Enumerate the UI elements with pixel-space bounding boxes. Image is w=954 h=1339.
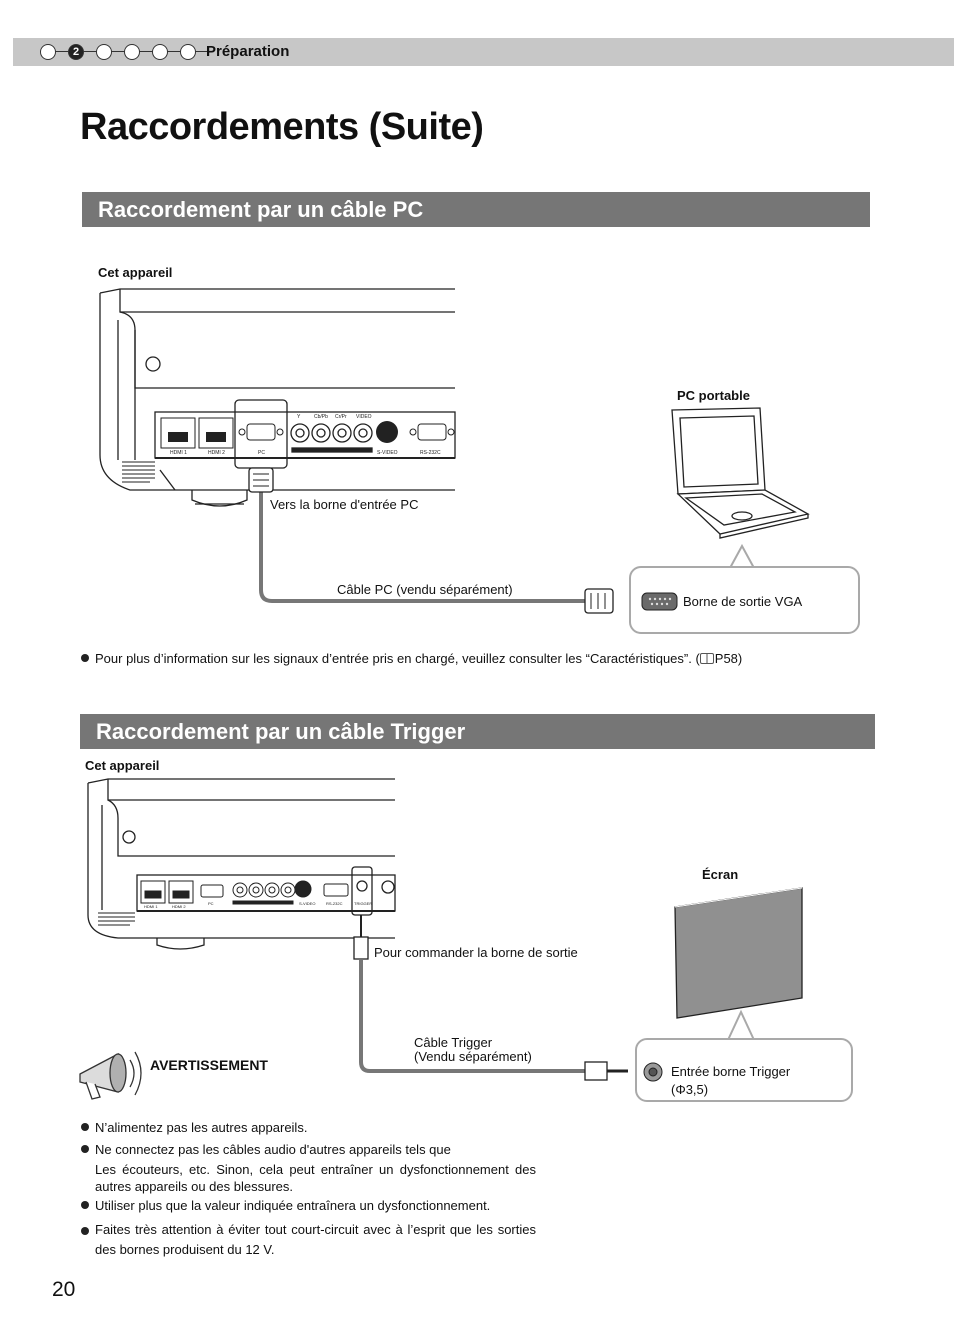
projector-illustration [87, 778, 396, 950]
screen-illustration [674, 887, 803, 1019]
port-label: HDMI 2 [172, 904, 186, 909]
warning-item: N’alimentez pas les autres appareils. [81, 1119, 307, 1136]
trigger-input-callout: Entrée borne Trigger (Φ3,5) [635, 1038, 853, 1102]
trigger-input-spec: (Φ3,5) [671, 1082, 709, 1097]
port-label: PC [258, 450, 265, 456]
port-label: HDMI 2 [208, 450, 225, 456]
pc-cable-label: Câble PC (vendu séparément) [337, 582, 513, 597]
section-label: Préparation [206, 43, 290, 60]
port-label: Cr/Pr [335, 414, 347, 420]
warning-item: Utiliser plus que la valeur indiquée ent… [81, 1197, 490, 1214]
trigger-cable [353, 915, 628, 1081]
port-label: HDMI 1 [170, 450, 187, 456]
warning-text: Utiliser plus que la valeur indiquée ent… [95, 1198, 491, 1213]
svideo-port [376, 421, 398, 443]
trigger-section-heading: Raccordement par un câble Trigger [80, 714, 875, 749]
device-label: Cet appareil [85, 758, 160, 773]
vent-grille [122, 461, 155, 483]
pc-note: Pour plus d’information sur les signaux … [81, 650, 742, 667]
warning-continuation: Les écouteurs, etc. Sinon, cela peut ent… [95, 1162, 536, 1194]
trigger-input-label: Entrée borne Trigger [671, 1064, 791, 1079]
vga-output-label: Borne de sortie VGA [683, 594, 803, 609]
component-ports [290, 423, 373, 453]
warning-item: Faites très attention à éviter tout cour… [81, 1220, 536, 1260]
hdmi2-port [198, 417, 234, 449]
page-title: Raccordements (Suite) [80, 106, 484, 148]
port-label: TRIGGER [354, 901, 372, 906]
pc-cable [248, 467, 614, 614]
warning-text: Ne connectez pas les câbles audio d'autr… [95, 1142, 451, 1157]
pc-note-text: Pour plus d’information sur les signaux … [95, 651, 700, 666]
port-label: RS-232C [420, 450, 441, 456]
port-label: Cb/Pb [314, 414, 328, 420]
trigger-port [351, 866, 395, 916]
laptop-label: PC portable [677, 388, 750, 403]
step-dot [124, 44, 140, 60]
page-number: 20 [52, 1278, 76, 1301]
rs232c-port [409, 423, 455, 441]
trigger-cable-sublabel: (Vendu séparément) [414, 1049, 532, 1064]
trigger-cable-label: Câble Trigger [414, 1035, 493, 1050]
hdmi1-port [160, 417, 196, 449]
bullet-mark [81, 1123, 89, 1131]
step-dot [152, 44, 168, 60]
book-icon [699, 653, 714, 664]
port-label: RS-232C [326, 901, 343, 906]
pc-note-ref: P58) [714, 651, 743, 666]
step-dot-active: 2 [68, 44, 84, 60]
screen-label: Écran [702, 867, 739, 882]
projector-illustration [99, 288, 456, 507]
port-label: Y [297, 414, 301, 420]
bullet-mark [81, 1201, 89, 1209]
step-indicator: 2 [40, 44, 208, 60]
step-dot [40, 44, 56, 60]
rear-ports [140, 880, 349, 905]
vent-grille [98, 912, 135, 926]
megaphone-icon [79, 1051, 142, 1100]
laptop-illustration [671, 407, 810, 539]
header-bar: 2 Préparation [13, 38, 954, 66]
vga-output-callout: Borne de sortie VGA [629, 566, 860, 634]
callout-pointer [727, 1009, 755, 1041]
port-label: S-VIDEO [299, 901, 315, 906]
callout-pointer [729, 543, 755, 569]
device-label: Cet appareil [98, 265, 173, 280]
step-dot [180, 44, 196, 60]
bullet-mark [81, 1227, 89, 1235]
warning-text: Faites très attention à éviter tout cour… [95, 1222, 536, 1257]
warning-label: AVERTISSEMENT [150, 1057, 268, 1073]
jack-socket-icon [643, 1062, 663, 1082]
vga-connector-icon [641, 592, 678, 611]
port-label: VIDEO [356, 414, 372, 420]
warning-text: N’alimentez pas les autres appareils. [95, 1120, 308, 1135]
port-label: PC [208, 901, 214, 906]
pc-input-label: Vers la borne d'entrée PC [270, 497, 419, 512]
step-dot [96, 44, 112, 60]
warning-item: Ne connectez pas les câbles audio d'autr… [81, 1141, 451, 1158]
pc-section-heading: Raccordement par un câble PC [82, 192, 870, 227]
bullet-mark [81, 654, 89, 662]
trigger-output-label: Pour commander la borne de sortie [374, 945, 578, 960]
port-label: HDMI 1 [144, 904, 158, 909]
bullet-mark [81, 1145, 89, 1153]
port-label: S-VIDEO [377, 450, 398, 456]
